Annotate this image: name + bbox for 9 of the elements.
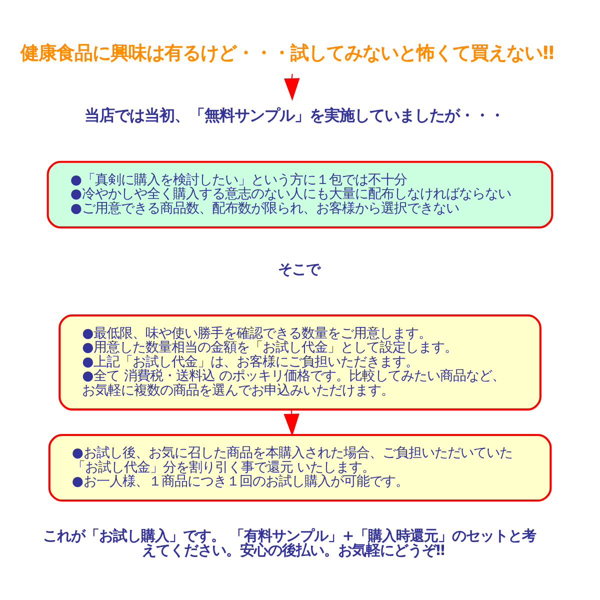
label: これが「お試し購入」です。 「有料サンプル」+「購入時還元」のセットと考えてください。安心の後払い。お気軽にどうぞ‼	[43, 528, 536, 559]
node-box: ●お試し後、お気に召した商品を本購入された場合、ご負担いただいていた「お試し代金」分を割り引く事で還元 いたします。 ●お一人様、１商品につき１回のお試し購入が可能です。	[48, 434, 552, 502]
node-text: 健康食品に興味は有るけど・・・試してみないと怖くて買えない‼	[20, 42, 554, 64]
node-text: 当店では当初、「無料サンプル」を実施していましたが・・・	[84, 106, 505, 124]
label: そこで	[278, 262, 320, 278]
node-box: ●最低限、味や使い勝手を確認できる数量をご用意します。 ●用意した数量相当の金額を「お試し代金」として設定します。 ●上記「お試し代金」は、お客様にご負担いただきます。 ●全て 消費税・送料込 のポッキリ価格です。比較してみたい商品など、お気軽に複数の商品を選んでお申込みいただけます。	[58, 314, 542, 410]
node-box: ●「真剣に購入を検討したい」という方に１包では不十分 ●冷やかしや全く購入する意志のない人にも大量に配布しなければならない ●ご用意できる商品数、配布数が限られ、お客様から選択できない	[46, 160, 554, 228]
arrow	[284, 74, 300, 101]
arrow	[284, 410, 300, 436]
